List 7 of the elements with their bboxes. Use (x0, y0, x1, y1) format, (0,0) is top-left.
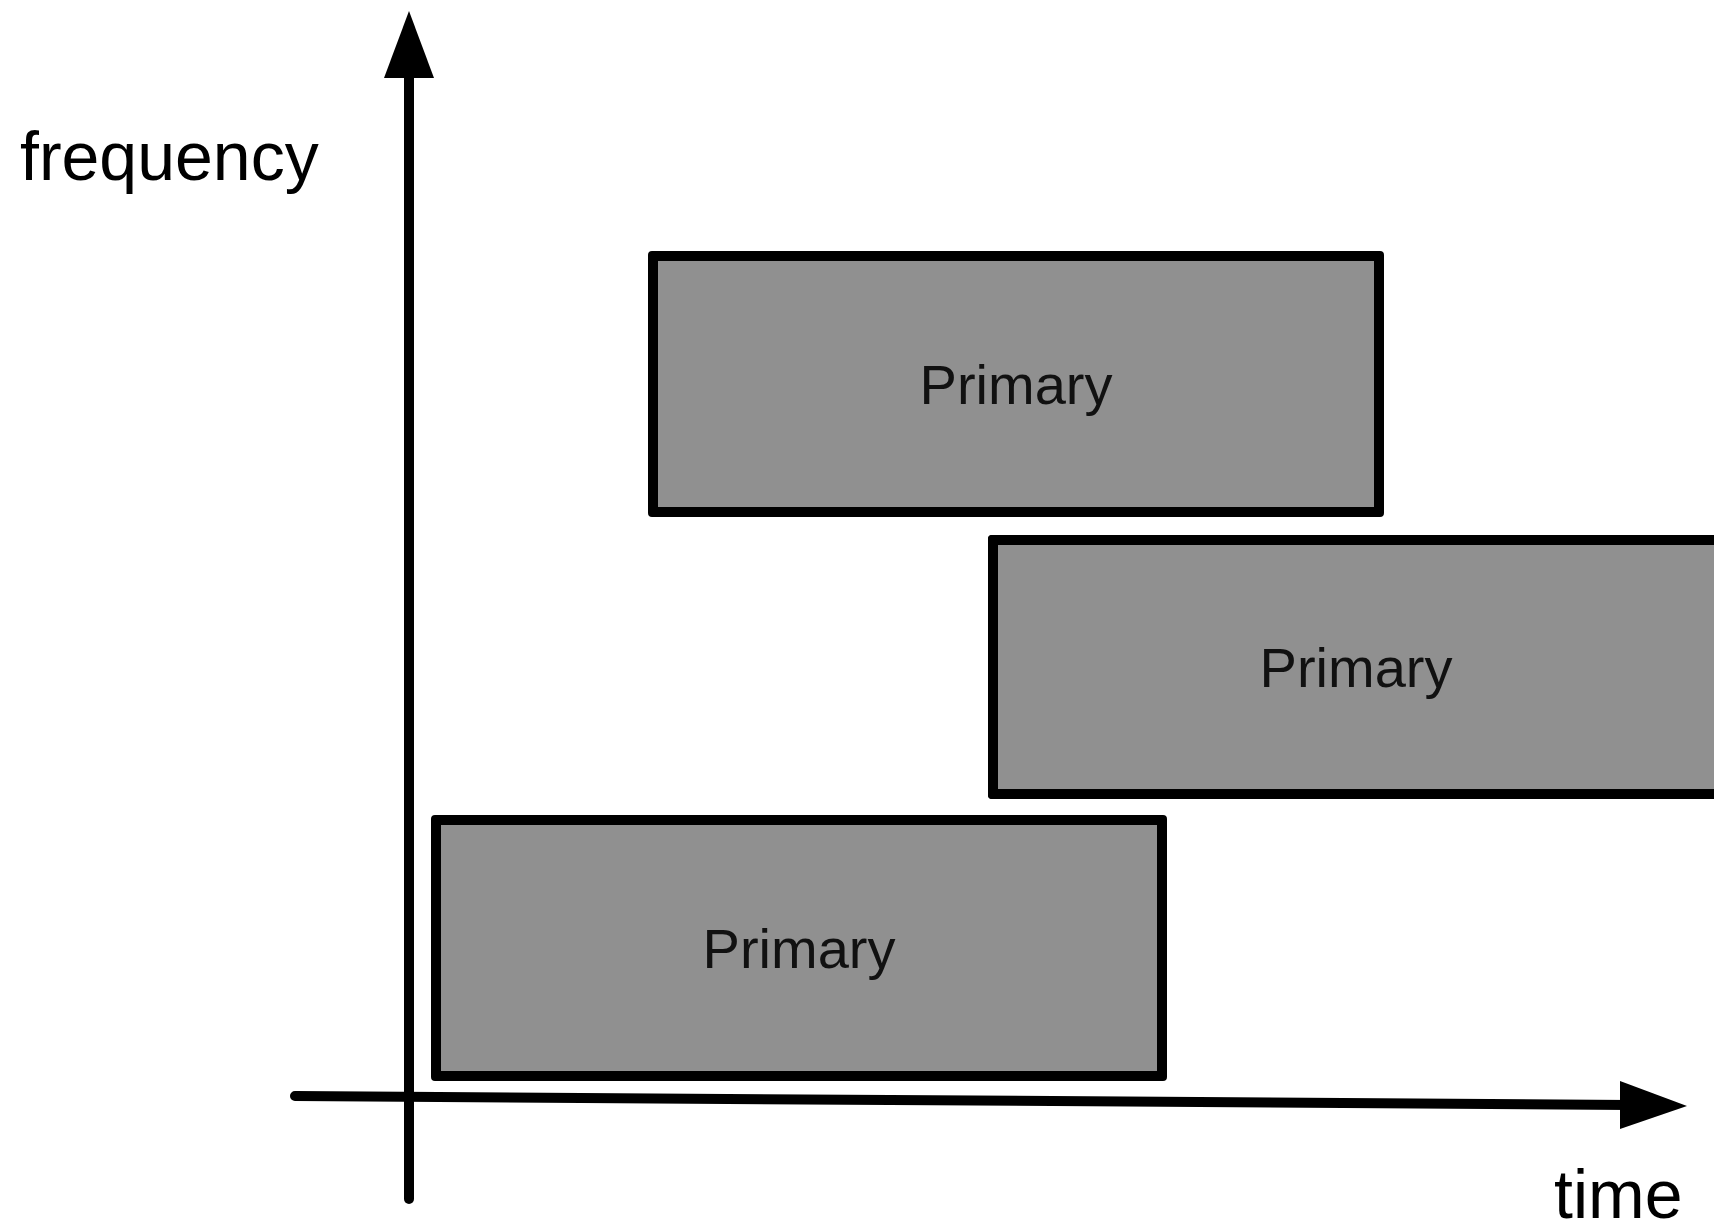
axis-label: time (1554, 1160, 1683, 1225)
block-label: Primary (702, 915, 896, 981)
primary-block (988, 535, 1714, 799)
primary-block (431, 815, 1167, 1081)
block-label: Primary (919, 351, 1113, 417)
primary-block (648, 251, 1384, 517)
block-label: Primary (1259, 634, 1453, 700)
